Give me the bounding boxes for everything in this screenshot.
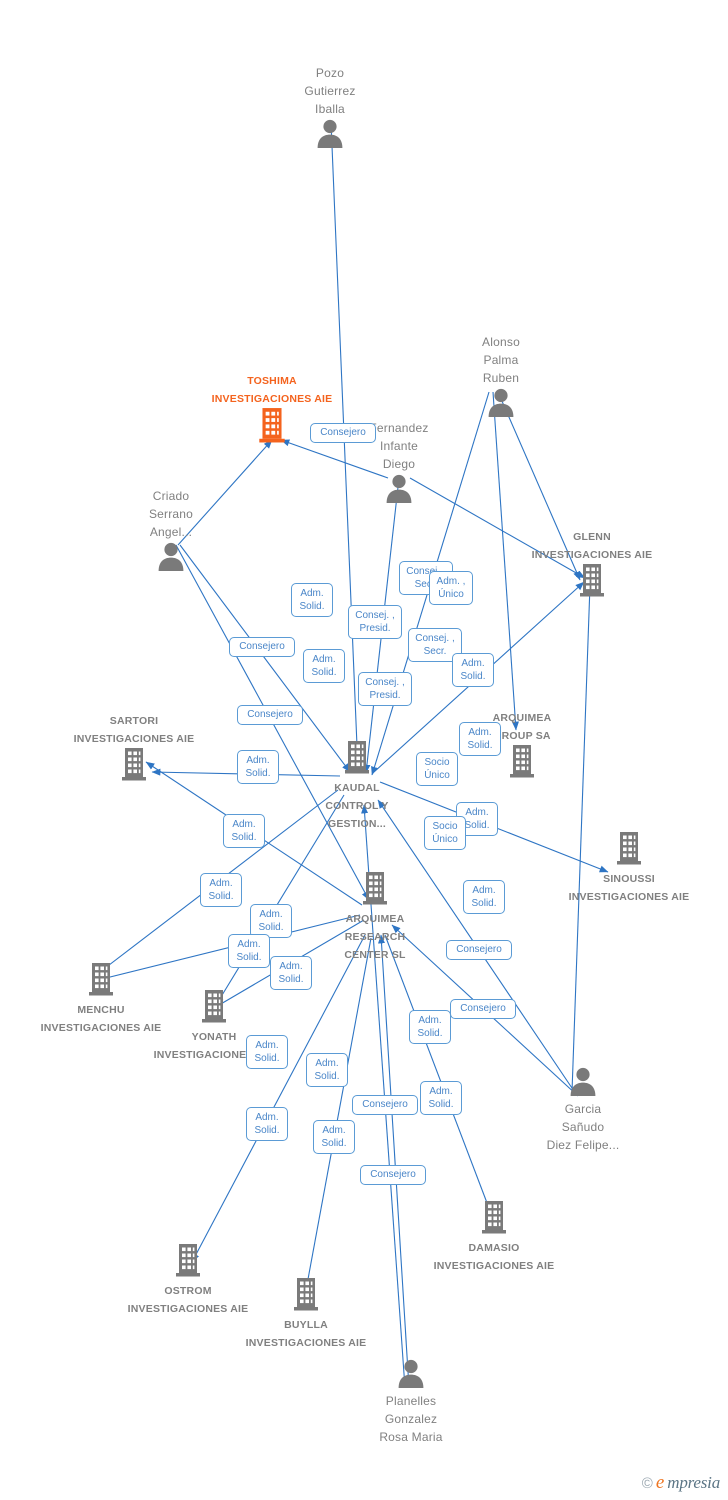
node-label-sinoussi: SINOUSSI INVESTIGACIONES AIE bbox=[568, 873, 690, 903]
edge-alonso-to-glenn[interactable] bbox=[497, 391, 581, 581]
edge-arqresear-to-buylla[interactable] bbox=[304, 937, 372, 1291]
edge-kaudal-to-yonath[interactable] bbox=[215, 794, 345, 1006]
building-icon bbox=[272, 740, 442, 778]
building-icon bbox=[437, 744, 607, 782]
node-label-arqresear: ARQUIMEA RESEARCH CENTER SL bbox=[344, 913, 406, 961]
node-label-alonso: Alonso Palma Ruben bbox=[482, 335, 520, 385]
edge-label-chip[interactable]: Socio Único bbox=[416, 752, 458, 786]
node-label-ostrom: OSTROM INVESTIGACIONES AIE bbox=[127, 1285, 249, 1315]
edge-label-chip[interactable]: Socio Único bbox=[424, 816, 466, 850]
edge-pozo-to-kaudal[interactable] bbox=[330, 121, 362, 771]
node-label-damasio: DAMASIO INVESTIGACIONES AIE bbox=[433, 1242, 555, 1272]
building-icon bbox=[409, 1200, 579, 1238]
node-sartori[interactable]: SARTORI INVESTIGACIONES AIE bbox=[49, 711, 219, 785]
node-label-arqgroup: ARQUIMEA GROUP SA bbox=[492, 712, 552, 742]
edge-label-chip[interactable]: Adm. Solid. bbox=[223, 814, 265, 848]
node-arqgroup[interactable]: ARQUIMEA GROUP SA bbox=[437, 708, 607, 782]
edge-label-chip[interactable]: Consej. , Presid. bbox=[358, 672, 412, 706]
edge-label-chip[interactable]: Adm. Solid. bbox=[313, 1120, 355, 1154]
person-icon bbox=[314, 473, 484, 507]
edge-label-chip[interactable]: Consejero bbox=[229, 637, 295, 657]
edge-label-chip[interactable]: Consejero bbox=[237, 705, 303, 725]
node-garcia[interactable]: Garcia Sañudo Diez Felipe... bbox=[498, 1066, 668, 1154]
edge-label-chip[interactable]: Adm. Solid. bbox=[459, 722, 501, 756]
edge-label-chip[interactable]: Consejero bbox=[446, 940, 512, 960]
edge-fernandez-to-toshima[interactable] bbox=[280, 439, 389, 479]
edge-garcia-to-glenn[interactable] bbox=[571, 584, 594, 1093]
brand-initial: e bbox=[655, 1472, 665, 1493]
edge-label-chip[interactable]: Consejero bbox=[310, 423, 376, 443]
edge-label-chip[interactable]: Adm. Solid. bbox=[246, 1107, 288, 1141]
node-label-buylla: BUYLLA INVESTIGACIONES AIE bbox=[245, 1319, 367, 1349]
node-label-criado: Criado Serrano Angel... bbox=[148, 489, 194, 539]
building-icon bbox=[544, 831, 714, 869]
edge-label-chip[interactable]: Adm. Solid. bbox=[420, 1081, 462, 1115]
node-label-kaudal: KAUDAL CONTROL Y GESTION... bbox=[325, 782, 389, 830]
edge-label-chip[interactable]: Adm. Solid. bbox=[291, 583, 333, 617]
building-icon bbox=[49, 747, 219, 785]
edge-arqresear-to-damasio[interactable] bbox=[384, 934, 493, 1217]
edge-label-chip[interactable]: Adm. Solid. bbox=[463, 880, 505, 914]
node-kaudal[interactable]: KAUDAL CONTROL Y GESTION... bbox=[272, 740, 442, 832]
edge-fernandez-to-glenn[interactable] bbox=[409, 477, 586, 579]
copyright-symbol: © bbox=[641, 1474, 653, 1492]
building-icon bbox=[129, 989, 299, 1027]
edge-label-chip[interactable]: Adm. Solid. bbox=[228, 934, 270, 968]
node-toshima[interactable]: TOSHIMA INVESTIGACIONES AIE bbox=[187, 371, 357, 447]
edge-label-chip[interactable]: Adm. Solid. bbox=[270, 956, 312, 990]
node-ostrom[interactable]: OSTROM INVESTIGACIONES AIE bbox=[103, 1243, 273, 1317]
person-icon bbox=[326, 1358, 496, 1392]
person-icon bbox=[416, 387, 586, 421]
node-label-fernandez: Fernandez Infante Diego bbox=[369, 421, 429, 471]
node-damasio[interactable]: DAMASIO INVESTIGACIONES AIE bbox=[409, 1200, 579, 1274]
edge-label-chip[interactable]: Consej. , Presid. bbox=[348, 605, 402, 639]
edge-label-chip[interactable]: Adm. , Único bbox=[429, 571, 473, 605]
edge-label-chip[interactable]: Adm. Solid. bbox=[200, 873, 242, 907]
edge-label-chip[interactable]: Adm. Solid. bbox=[306, 1053, 348, 1087]
node-glenn[interactable]: GLENN INVESTIGACIONES AIE bbox=[507, 527, 677, 601]
brand-name: mpresia bbox=[667, 1473, 720, 1492]
building-icon bbox=[103, 1243, 273, 1281]
edge-label-chip[interactable]: Consejero bbox=[360, 1165, 426, 1185]
edge-planelles-to-arqresear[interactable] bbox=[378, 934, 410, 1389]
edge-criado-to-toshima[interactable] bbox=[177, 439, 273, 546]
edge-alonso-to-arqgroup[interactable] bbox=[492, 391, 519, 731]
node-alonso[interactable]: Alonso Palma Ruben bbox=[416, 333, 586, 421]
edge-criado-to-kaudal[interactable] bbox=[179, 544, 351, 773]
edge-label-chip[interactable]: Consejero bbox=[450, 999, 516, 1019]
node-pozo[interactable]: Pozo Gutierrez Iballa bbox=[245, 64, 415, 152]
person-icon bbox=[498, 1066, 668, 1100]
building-icon bbox=[290, 871, 460, 909]
edge-arqresear-to-ostrom[interactable] bbox=[191, 934, 366, 1263]
node-menchu[interactable]: MENCHU INVESTIGACIONES AIE bbox=[16, 962, 186, 1036]
node-label-sartori: SARTORI INVESTIGACIONES AIE bbox=[73, 715, 195, 745]
building-icon bbox=[507, 563, 677, 601]
edge-label-chip[interactable]: Adm. Solid. bbox=[250, 904, 292, 938]
edge-label-chip[interactable]: Adm. Solid. bbox=[303, 649, 345, 683]
edge-label-chip[interactable]: Consejero bbox=[352, 1095, 418, 1115]
edge-label-chip[interactable]: Adm. Solid. bbox=[246, 1035, 288, 1069]
node-criado[interactable]: Criado Serrano Angel... bbox=[86, 487, 256, 575]
person-icon bbox=[86, 541, 256, 575]
person-icon bbox=[245, 118, 415, 152]
building-icon bbox=[221, 1277, 391, 1315]
node-label-menchu: MENCHU INVESTIGACIONES AIE bbox=[40, 1004, 162, 1034]
node-label-planelles: Planelles Gonzalez Rosa Maria bbox=[379, 1394, 443, 1444]
node-label-pozo: Pozo Gutierrez Iballa bbox=[304, 66, 356, 116]
node-fernandez[interactable]: Fernandez Infante Diego bbox=[314, 419, 484, 507]
node-buylla[interactable]: BUYLLA INVESTIGACIONES AIE bbox=[221, 1277, 391, 1351]
edge-label-chip[interactable]: Adm. Solid. bbox=[452, 653, 494, 687]
node-label-toshima: TOSHIMA INVESTIGACIONES AIE bbox=[211, 375, 333, 405]
node-label-glenn: GLENN INVESTIGACIONES AIE bbox=[531, 531, 653, 561]
node-arqresear[interactable]: ARQUIMEA RESEARCH CENTER SL bbox=[290, 871, 460, 963]
edge-label-chip[interactable]: Adm. Solid. bbox=[237, 750, 279, 784]
node-label-garcia: Garcia Sañudo Diez Felipe... bbox=[546, 1102, 620, 1152]
building-icon bbox=[187, 407, 357, 447]
building-icon bbox=[16, 962, 186, 1000]
node-planelles[interactable]: Planelles Gonzalez Rosa Maria bbox=[326, 1358, 496, 1446]
node-sinoussi[interactable]: SINOUSSI INVESTIGACIONES AIE bbox=[544, 831, 714, 905]
edge-label-chip[interactable]: Adm. Solid. bbox=[409, 1010, 451, 1044]
